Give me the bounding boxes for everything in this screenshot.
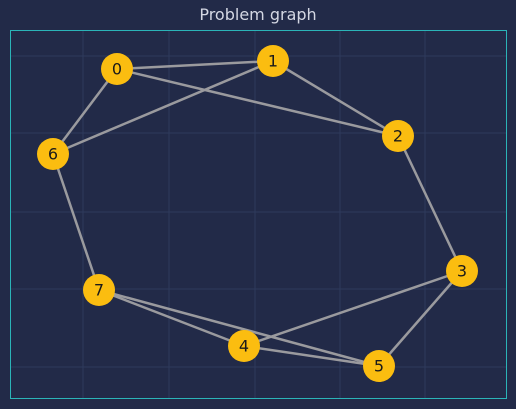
node-circle (37, 138, 69, 170)
node-circle (83, 274, 115, 306)
edges-layer (51, 59, 464, 368)
node-circle (101, 53, 133, 85)
plot-frame (10, 30, 507, 399)
edge-7-4 (98, 288, 245, 348)
node-0: 0 (101, 53, 133, 85)
node-label: 3 (457, 262, 467, 281)
node-6: 6 (37, 138, 69, 170)
node-4: 4 (228, 330, 260, 362)
edge-0-2 (116, 67, 399, 138)
edge-0-6 (52, 68, 118, 155)
edge-4-5 (243, 344, 380, 368)
node-label: 5 (374, 357, 384, 376)
node-label: 6 (48, 145, 58, 164)
node-circle (257, 45, 289, 77)
node-circle (228, 330, 260, 362)
node-5: 5 (363, 350, 395, 382)
node-label: 2 (393, 127, 403, 146)
node-1: 1 (257, 45, 289, 77)
node-7: 7 (83, 274, 115, 306)
node-label: 0 (112, 60, 122, 79)
edge-3-4 (243, 269, 463, 348)
edge-6-7 (51, 153, 101, 291)
edge-3-5 (378, 270, 463, 367)
edge-1-2 (272, 59, 399, 138)
edge-7-5 (98, 288, 380, 368)
edge-2-3 (396, 135, 464, 272)
node-circle (382, 120, 414, 152)
edge-1-6 (52, 59, 274, 156)
node-2: 2 (382, 120, 414, 152)
nodes-layer: 0 1 2 3 4 5 6 7 (37, 45, 478, 382)
node-circle (363, 350, 395, 382)
node-label: 4 (239, 337, 249, 356)
chart-title: Problem graph (199, 5, 317, 24)
node-label: 1 (268, 52, 278, 71)
node-3: 3 (446, 255, 478, 287)
node-label: 7 (94, 281, 104, 300)
node-circle (446, 255, 478, 287)
edge-0-1 (116, 59, 274, 71)
